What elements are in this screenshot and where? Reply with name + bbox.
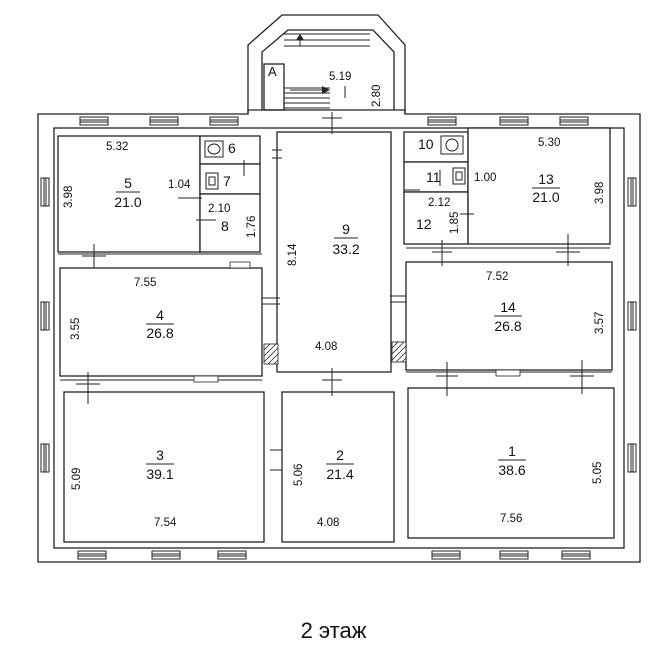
door-marks <box>76 112 594 471</box>
room-2-outline <box>281 391 395 543</box>
room-1-number: 1 <box>508 443 516 459</box>
room-1-height: 5.05 <box>592 462 604 484</box>
room-7-dim: 1.04 <box>168 179 191 191</box>
stair-tower-inner <box>261 29 395 110</box>
room-14-area: 26.8 <box>494 318 521 334</box>
room-13-outline <box>467 127 611 245</box>
room-9-outline <box>276 131 392 373</box>
stair-tower <box>247 14 406 114</box>
room-5-outline <box>57 135 201 253</box>
room-14-height: 3.57 <box>594 312 606 334</box>
stair-steps <box>284 33 370 109</box>
room-1-area: 38.6 <box>498 462 525 478</box>
stair-arrow-head-2 <box>296 34 304 40</box>
room-8-outline <box>199 193 261 253</box>
room-8-height: 1.76 <box>246 216 258 238</box>
room-7-number: 7 <box>223 173 231 189</box>
stair-depth-dim: 2.80 <box>371 85 383 107</box>
floor-caption: 2 этаж <box>300 618 367 643</box>
stair-width-dim: 5.19 <box>329 71 351 83</box>
room-3-number: 3 <box>156 447 164 463</box>
room-1-width: 7.56 <box>500 513 522 525</box>
room-11-dim: 1.00 <box>474 172 496 184</box>
room-5-height: 3.98 <box>63 186 75 208</box>
inner-wall-line <box>53 127 625 549</box>
room-12-number: 12 <box>416 216 432 232</box>
room-14-number: 14 <box>500 299 516 315</box>
room-6-number: 6 <box>228 140 236 156</box>
room-9-number: 9 <box>342 221 350 237</box>
room-8-width: 2.10 <box>208 203 230 215</box>
room-12-width: 2.12 <box>428 197 450 209</box>
room-3-outline <box>63 391 265 543</box>
room-2-number: 2 <box>336 447 344 463</box>
windows <box>40 116 637 560</box>
room-3-area: 39.1 <box>146 466 173 482</box>
room-9-height: 8.14 <box>287 243 299 266</box>
room-4-area: 26.8 <box>146 325 173 341</box>
room-2-area: 21.4 <box>326 466 353 482</box>
room-5-number: 5 <box>124 175 132 191</box>
room-9-area: 33.2 <box>332 241 359 257</box>
stair-arrow-head <box>322 86 330 94</box>
room-9-width: 4.08 <box>315 341 337 353</box>
toilet-icon <box>204 135 464 158</box>
room-13-area: 21.0 <box>532 189 559 205</box>
room-12-height: 1.85 <box>449 212 461 234</box>
room-3-height: 5.09 <box>71 468 83 490</box>
room-13-number: 13 <box>538 171 554 187</box>
room-1-outline <box>407 387 615 539</box>
stair-label: A <box>268 64 277 79</box>
stair-column <box>263 63 285 111</box>
room-4-outline <box>59 267 263 377</box>
room-14-width: 7.52 <box>486 271 508 283</box>
room-12-outline <box>403 191 469 245</box>
room-13-height: 3.98 <box>594 182 606 204</box>
room-2-width: 4.08 <box>317 517 339 529</box>
room-4-width: 7.55 <box>134 277 156 289</box>
room-4-height: 3.55 <box>70 318 82 340</box>
sink-icon <box>205 167 466 190</box>
room-2-height: 5.06 <box>293 464 305 486</box>
room-13-width: 5.30 <box>538 137 560 149</box>
room-dim-lines <box>178 160 474 221</box>
room-8-number: 8 <box>221 218 229 234</box>
room-11-number: 11 <box>426 169 441 185</box>
room-5-area: 21.0 <box>114 194 141 210</box>
room-5-width: 5.32 <box>106 141 128 153</box>
room-3-width: 7.54 <box>154 517 177 529</box>
vent-hatches <box>193 261 521 383</box>
room-4-number: 4 <box>156 307 164 323</box>
room-10-number: 10 <box>418 136 434 152</box>
